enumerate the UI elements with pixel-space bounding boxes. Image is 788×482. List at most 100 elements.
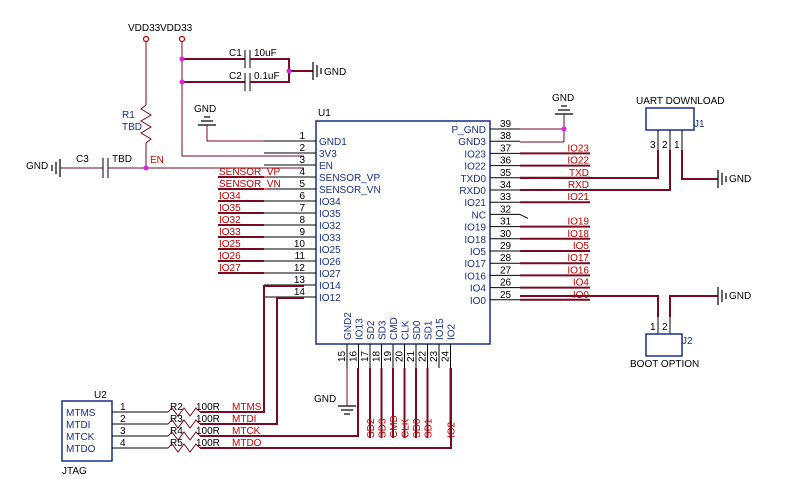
u2-ref: U2: [94, 390, 107, 401]
nc-mark: [519, 213, 529, 219]
u1-pin-31-number: 31: [500, 217, 512, 228]
net-label-mtms: MTMS: [232, 402, 262, 413]
net-label-sd1: SD1: [424, 418, 435, 438]
net-label-clk: CLK: [401, 418, 412, 438]
net-label-io4: IO4: [573, 278, 590, 289]
r1-ref: R1: [122, 110, 135, 121]
vdd33-port-r1: VDD33: [128, 23, 161, 43]
c1-ref: C1: [229, 48, 242, 59]
u1-pin-28-name: IO17: [464, 259, 486, 270]
jtag-resistor-r4: [167, 431, 201, 441]
u1-pin-10-name: IO25: [319, 245, 341, 256]
jtag-resistor-value: 100R: [196, 438, 220, 449]
jtag-resistor-r3: [167, 419, 201, 429]
c3-value: TBD: [112, 154, 132, 165]
svg-text:2: 2: [662, 322, 668, 333]
u1-pin-1-name: GND1: [319, 137, 347, 148]
u1-pin-32-number: 32: [500, 204, 512, 215]
u1-pin-33-number: 33: [500, 192, 512, 203]
u1-pin-14-name: IO12: [319, 293, 341, 304]
net-mtck-wire: [200, 368, 359, 437]
u1-pin-8-name: IO32: [319, 221, 341, 232]
u1-ref: U1: [318, 108, 331, 119]
u1-pin-16-number: 16: [349, 350, 360, 362]
u1-pin-5-number: 5: [299, 179, 305, 190]
svg-text:2: 2: [662, 140, 668, 151]
jtag-resistor-r5: [167, 443, 201, 453]
u1-pin-19-number: 19: [383, 350, 394, 362]
u1-pin-10-number: 10: [294, 239, 306, 250]
u1-pin-25-name: IO0: [470, 296, 487, 307]
net-label-io18: IO18: [567, 229, 589, 240]
u1-pin-37-number: 37: [500, 143, 512, 154]
u1-pin-35-number: 35: [500, 168, 512, 179]
gnd-label-u1: GND: [552, 93, 574, 104]
jtag-resistor-ref: R3: [170, 414, 183, 425]
net-label-io32: IO32: [219, 215, 241, 226]
u1-pin-23-name: IO15: [435, 318, 446, 340]
u1-pin-6-number: 6: [299, 191, 305, 202]
u1-right-pins: 39P_GND38GND337IO23IO2336IO22IO2235TXD0T…: [452, 119, 590, 307]
gnd-label-top: GND: [194, 104, 216, 115]
u1-pin-9-number: 9: [299, 227, 305, 238]
u1-pin-36-name: IO22: [464, 162, 486, 173]
u1-pin-33-name: IO21: [464, 198, 486, 209]
u1-pin-3-name: EN: [319, 161, 333, 172]
net-label-mtdi: MTDI: [232, 414, 256, 425]
u1-pin-34-number: 34: [500, 180, 512, 191]
gnd-label-bottom: GND: [314, 394, 336, 405]
u1-pin-23-number: 23: [429, 350, 440, 362]
u1-pin-11-number: 11: [295, 251, 306, 262]
c2-ref: C2: [229, 71, 242, 82]
u2-pin-4-number: 4: [120, 438, 126, 449]
u1-left-pins: 1GND123V33EN4SENSOR_VPSENSOR_VP5SENSOR_V…: [218, 131, 381, 304]
u1-pin-26-name: IO4: [470, 284, 487, 295]
u1-pin-39-number: 39: [500, 119, 512, 130]
jtag-resistor-r2: [167, 407, 201, 417]
j2-ref: J2: [682, 336, 693, 347]
j1-ref: J1: [694, 119, 705, 130]
net-label-io27: IO27: [219, 263, 241, 274]
u1-pin-22-number: 22: [418, 350, 429, 362]
u1-pin-15-number: 15: [337, 350, 348, 362]
u1-pin-24-name: IO2: [447, 323, 458, 340]
net-label-io16: IO16: [567, 265, 589, 276]
u1-pin-36-number: 36: [500, 156, 512, 167]
u1-pin-4-name: SENSOR_VP: [319, 173, 380, 184]
jtag-resistor-value: 100R: [196, 402, 220, 413]
u1-pin-2-number: 2: [299, 143, 305, 154]
u1-pin-8-number: 8: [299, 215, 305, 226]
net-label-io17: IO17: [567, 253, 589, 264]
u1-pin-38-number: 38: [500, 131, 512, 142]
net-label-io19: IO19: [567, 217, 589, 228]
c3-ref: C3: [76, 154, 89, 165]
u1-pin-13-name: IO14: [319, 281, 341, 292]
u1-bottom-pins: 15GND216IO1317SD2SD218SD3SD319CMDCMD20CL…: [337, 312, 458, 438]
net-label-sensor_vp: SENSOR_VP: [219, 167, 280, 178]
net-label-txd: TXD: [569, 168, 589, 179]
vdd33-label-2: VDD33: [160, 23, 193, 34]
net-label-io25: IO25: [219, 239, 241, 250]
u1-pin-35-name: TXD0: [460, 174, 486, 185]
u1-pin-34-name: RXD0: [459, 186, 486, 197]
u2-pin-3-number: 3: [120, 426, 126, 437]
j1-title: UART DOWNLOAD: [636, 96, 725, 107]
u1-pin-2-name: 3V3: [319, 149, 337, 160]
c3-capacitor: GND C3 TBD: [26, 154, 304, 178]
c1-value: 10uF: [254, 48, 277, 59]
net-mtdi-wire: [200, 297, 304, 425]
jtag-resistor-ref: R4: [170, 426, 183, 437]
u1-pin-17-number: 17: [360, 350, 371, 362]
net-label-io22: IO22: [567, 156, 589, 167]
u1-pin-30-name: IO18: [464, 235, 486, 246]
net-label-io23: IO23: [567, 143, 589, 154]
u1-pin-21-number: 21: [406, 350, 417, 362]
u1-pin-18-name: SD3: [378, 320, 389, 340]
net-label-io26: IO26: [219, 251, 241, 262]
u2-pin-2-name: MTDI: [66, 420, 90, 431]
net-mtdo-wire: [200, 368, 452, 449]
u1-pin-25-number: 25: [500, 290, 512, 301]
